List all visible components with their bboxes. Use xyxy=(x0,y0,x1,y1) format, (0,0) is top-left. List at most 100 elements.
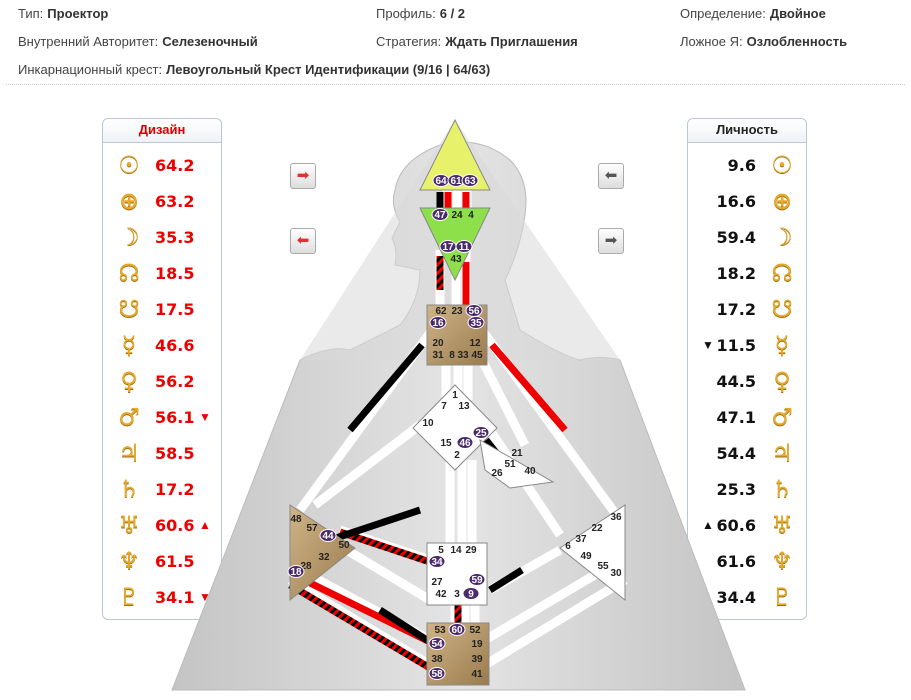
gate-41[interactable]: 41 xyxy=(471,669,483,680)
gate-11[interactable]: 11 xyxy=(459,242,470,253)
gate-30[interactable]: 30 xyxy=(610,568,622,579)
gate-12[interactable]: 12 xyxy=(469,338,481,349)
gate-57[interactable]: 57 xyxy=(306,523,318,534)
gate-61[interactable]: 61 xyxy=(450,176,462,187)
planet-row[interactable]: ♇34.1▼ xyxy=(103,579,223,615)
gate-62[interactable]: 62 xyxy=(435,306,447,317)
gate-3[interactable]: 3 xyxy=(454,589,460,600)
gate-28[interactable]: 28 xyxy=(300,561,312,572)
gate-44[interactable]: 44 xyxy=(322,531,334,542)
planet-value: 60.6 xyxy=(155,516,195,535)
gate-4[interactable]: 4 xyxy=(468,210,474,221)
active-gate-marker xyxy=(461,174,479,187)
planet-row[interactable]: ♅60.6▲ xyxy=(688,507,808,543)
gate-29[interactable]: 29 xyxy=(465,545,477,556)
gate-18[interactable]: 18 xyxy=(290,567,302,578)
gate-37[interactable]: 37 xyxy=(575,534,587,545)
gate-7[interactable]: 7 xyxy=(441,401,447,412)
planet-row[interactable]: ☊18.5 xyxy=(103,255,223,291)
gate-20[interactable]: 20 xyxy=(432,338,444,349)
planet-value: 63.2 xyxy=(155,192,195,211)
design-arrow-bottom-button[interactable]: ⬅ xyxy=(290,228,316,254)
gate-45[interactable]: 45 xyxy=(471,350,483,361)
gate-1[interactable]: 1 xyxy=(452,390,458,401)
gate-13[interactable]: 13 xyxy=(458,401,470,412)
planet-row[interactable]: ⊕63.2 xyxy=(103,183,223,219)
planet-row[interactable]: ☿11.5▼ xyxy=(688,327,808,363)
personality-arrow-bottom-button[interactable]: ➡ xyxy=(598,228,624,254)
gate-38[interactable]: 38 xyxy=(431,654,443,665)
gate-34[interactable]: 34 xyxy=(431,557,443,568)
planet-row[interactable]: ♀44.5 xyxy=(688,363,808,399)
planet-row[interactable]: ♀56.2 xyxy=(103,363,223,399)
gate-10[interactable]: 10 xyxy=(422,418,434,429)
planet-row[interactable]: ♄25.3 xyxy=(688,471,808,507)
planet-row[interactable]: ♆61.6 xyxy=(688,543,808,579)
gate-48[interactable]: 48 xyxy=(290,514,302,525)
gate-35[interactable]: 35 xyxy=(470,318,482,329)
gate-9[interactable]: 9 xyxy=(468,589,474,600)
gate-14[interactable]: 14 xyxy=(450,545,462,556)
personality-panel: Личность ☉9.6⊕16.6☽59.4☊18.2☋17.2☿11.5▼♀… xyxy=(687,118,807,620)
planet-row[interactable]: ♆61.5 xyxy=(103,543,223,579)
gate-51[interactable]: 51 xyxy=(504,459,516,470)
gate-27[interactable]: 27 xyxy=(431,577,443,588)
gate-47[interactable]: 47 xyxy=(434,210,446,221)
gate-25[interactable]: 25 xyxy=(475,428,487,439)
gate-16[interactable]: 16 xyxy=(432,318,444,329)
planet-row[interactable]: ☉64.2 xyxy=(103,147,223,183)
design-arrow-top-button[interactable]: ➡ xyxy=(290,163,316,189)
gate-24[interactable]: 24 xyxy=(451,210,463,221)
gate-60[interactable]: 60 xyxy=(451,625,463,636)
moon-icon: ☽ xyxy=(771,223,793,251)
gate-15[interactable]: 15 xyxy=(440,438,452,449)
gate-43[interactable]: 43 xyxy=(450,254,462,265)
gate-64[interactable]: 64 xyxy=(435,176,447,187)
gate-56[interactable]: 56 xyxy=(468,306,480,317)
gate-22[interactable]: 22 xyxy=(591,523,603,534)
gate-32[interactable]: 32 xyxy=(318,552,330,563)
gate-39[interactable]: 39 xyxy=(471,654,483,665)
planet-row[interactable]: ♅60.6▲ xyxy=(103,507,223,543)
gate-36[interactable]: 36 xyxy=(610,512,622,523)
planet-row[interactable]: ☽35.3 xyxy=(103,219,223,255)
gate-31[interactable]: 31 xyxy=(432,350,444,361)
gate-5[interactable]: 5 xyxy=(438,545,444,556)
gate-59[interactable]: 59 xyxy=(471,575,483,586)
gate-21[interactable]: 21 xyxy=(511,448,523,459)
planet-row[interactable]: ♂47.1 xyxy=(688,399,808,435)
gate-53[interactable]: 53 xyxy=(434,625,446,636)
gate-8[interactable]: 8 xyxy=(449,350,455,361)
planet-row[interactable]: ☋17.5 xyxy=(103,291,223,327)
gate-26[interactable]: 26 xyxy=(491,468,503,479)
gate-50[interactable]: 50 xyxy=(338,540,350,551)
gate-6[interactable]: 6 xyxy=(565,541,571,552)
planet-row[interactable]: ♃54.4 xyxy=(688,435,808,471)
planet-row[interactable]: ☋17.2 xyxy=(688,291,808,327)
planet-row[interactable]: ☽59.4 xyxy=(688,219,808,255)
planet-row[interactable]: ☉9.6 xyxy=(688,147,808,183)
gate-46[interactable]: 46 xyxy=(459,438,471,449)
gate-40[interactable]: 40 xyxy=(524,466,536,477)
gate-23[interactable]: 23 xyxy=(451,306,463,317)
active-gate-marker xyxy=(468,573,486,586)
planet-row[interactable]: ☿46.6 xyxy=(103,327,223,363)
gate-52[interactable]: 52 xyxy=(469,625,481,636)
planet-row[interactable]: ♄17.2 xyxy=(103,471,223,507)
gate-19[interactable]: 19 xyxy=(471,639,483,650)
personality-arrow-top-button[interactable]: ⬅ xyxy=(598,163,624,189)
planet-row[interactable]: ♃58.5 xyxy=(103,435,223,471)
gate-42[interactable]: 42 xyxy=(435,589,447,600)
gate-33[interactable]: 33 xyxy=(457,350,469,361)
planet-row[interactable]: ⊕16.6 xyxy=(688,183,808,219)
gate-17[interactable]: 17 xyxy=(442,242,454,253)
gate-55[interactable]: 55 xyxy=(597,561,609,572)
gate-63[interactable]: 63 xyxy=(464,176,476,187)
planet-row[interactable]: ♂56.1▼ xyxy=(103,399,223,435)
gate-49[interactable]: 49 xyxy=(580,551,592,562)
gate-2[interactable]: 2 xyxy=(454,450,460,461)
earth-icon: ⊕ xyxy=(771,187,793,215)
planet-row[interactable]: ☊18.2 xyxy=(688,255,808,291)
gate-58[interactable]: 58 xyxy=(431,669,443,680)
gate-54[interactable]: 54 xyxy=(431,639,443,650)
